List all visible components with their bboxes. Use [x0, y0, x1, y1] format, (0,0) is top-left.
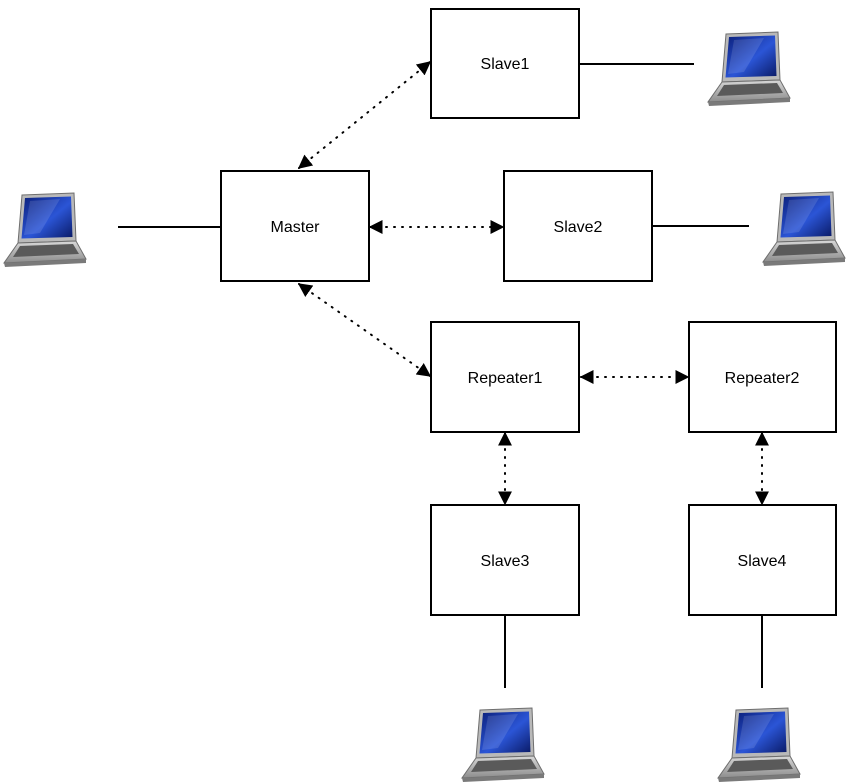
laptop-icon	[3, 192, 87, 268]
node-label: Slave1	[481, 56, 530, 73]
node-label: Repeater2	[725, 370, 800, 387]
node-repeater1: Repeater1	[430, 321, 580, 433]
wireless-link-master-repeater1	[297, 283, 432, 377]
node-slave2: Slave2	[503, 170, 653, 282]
node-label: Master	[271, 219, 321, 236]
node-master: Master	[220, 170, 370, 282]
node-repeater2: Repeater2	[688, 321, 837, 433]
node-slave4: Slave4	[688, 504, 837, 616]
node-label: Slave2	[554, 219, 603, 236]
node-slave1: Slave1	[430, 8, 580, 119]
laptop-icon	[707, 31, 791, 107]
node-slave3: Slave3	[430, 504, 580, 616]
node-label: Repeater1	[468, 370, 543, 387]
node-label: Slave4	[738, 553, 787, 570]
node-label: Slave3	[481, 553, 530, 570]
laptop-icon	[762, 191, 846, 267]
laptop-icon	[461, 707, 545, 782]
wireless-link-master-slave1	[297, 61, 432, 169]
laptop-icon	[717, 707, 801, 782]
